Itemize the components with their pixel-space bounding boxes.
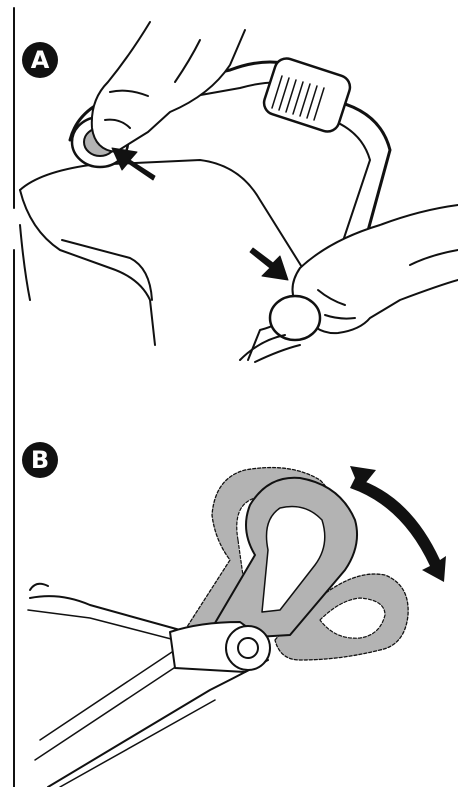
step-b-label: B (31, 446, 49, 474)
step-a-label: A (31, 46, 50, 74)
hinge (170, 622, 270, 672)
step-b-badge: B (22, 442, 58, 478)
rotation-arrow (350, 466, 446, 582)
step-a-badge: A (22, 42, 58, 78)
foam-grip (261, 55, 353, 134)
left-hand (92, 22, 245, 152)
panel-b-drawing (28, 466, 446, 787)
